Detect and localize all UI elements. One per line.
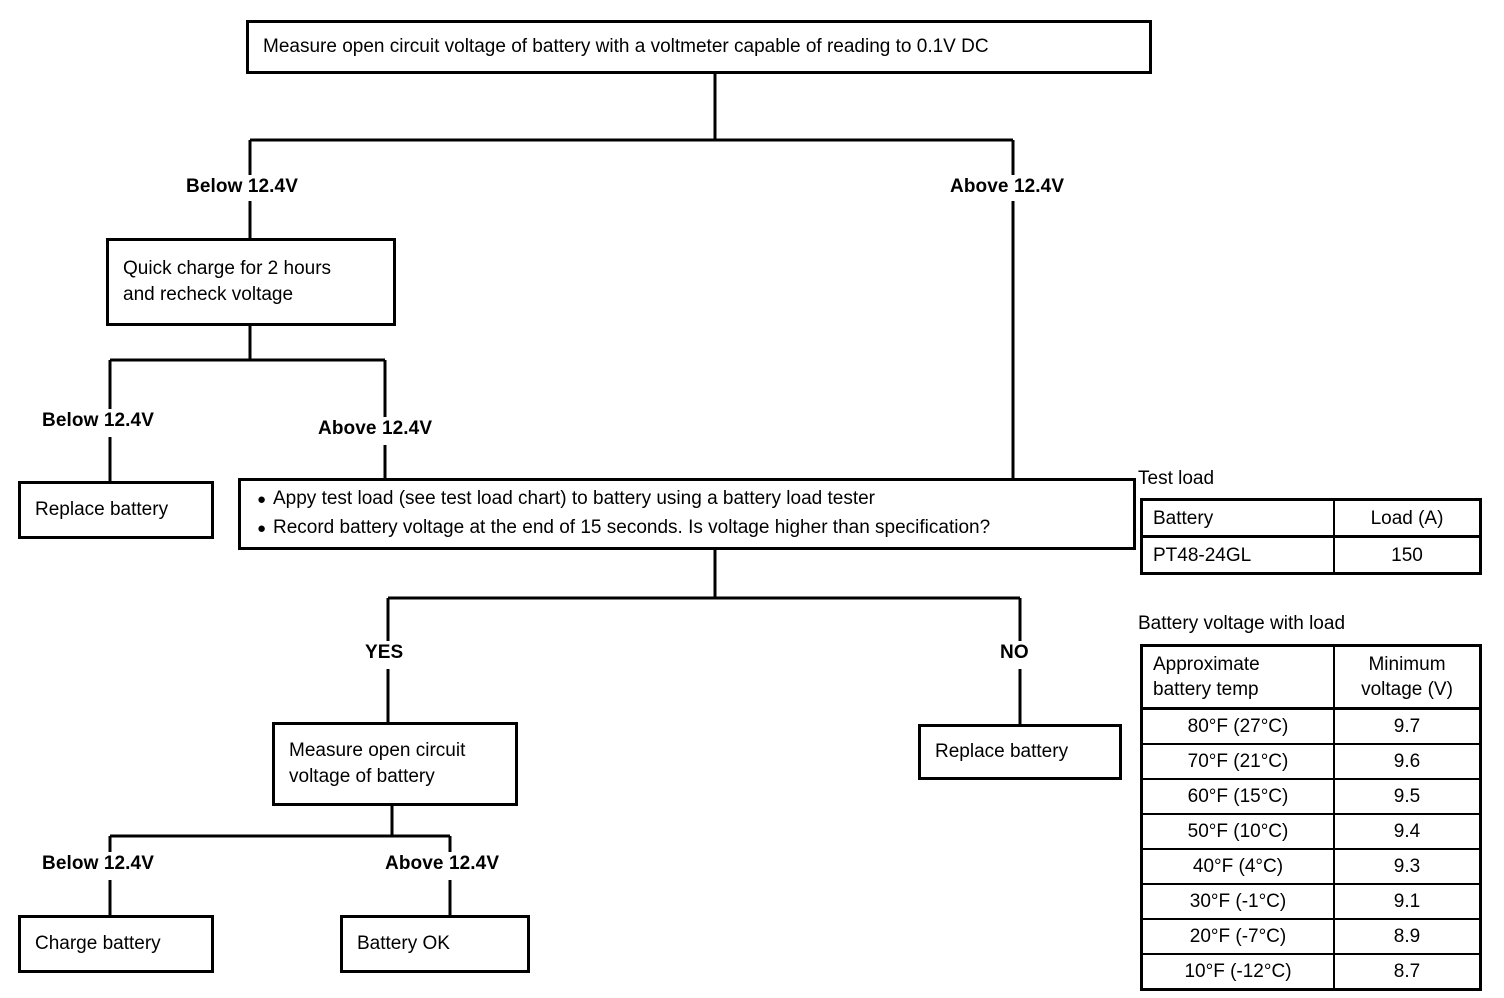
node-replace-battery-left: Replace battery <box>18 481 214 539</box>
node-charge-battery-text: Charge battery <box>35 933 161 954</box>
table-row: 20°F (-7°C)8.9 <box>1140 918 1482 955</box>
voltage-cell-temp: 10°F (-12°C) <box>1140 953 1335 991</box>
edge-label-top-below: Below 12.4V <box>186 176 298 197</box>
node-load-test: ● Appy test load (see test load chart) t… <box>238 478 1136 550</box>
node-load-test-bullet-1: ● Appy test load (see test load chart) t… <box>257 485 990 514</box>
node-measure-ocv: Measure open circuit voltage of battery <box>272 722 518 806</box>
edge-label-no: NO <box>1000 642 1029 663</box>
node-charge-battery: Charge battery <box>18 915 214 973</box>
bullet-icon: ● <box>257 520 267 537</box>
test-load-table: Battery Load (A) PT48-24GL 150 <box>1140 498 1482 575</box>
voltage-cell-temp: 20°F (-7°C) <box>1140 918 1335 955</box>
table-row: 70°F (21°C)9.6 <box>1140 743 1482 780</box>
voltage-header-minvolt: Minimum voltage (V) <box>1333 644 1482 710</box>
voltage-cell-temp: 40°F (4°C) <box>1140 848 1335 885</box>
voltage-cell-value: 9.4 <box>1333 813 1482 850</box>
node-quick-charge-line2: and recheck voltage <box>123 284 294 305</box>
table-row: 30°F (-1°C)9.1 <box>1140 883 1482 920</box>
voltage-header-minvolt-line2: voltage (V) <box>1361 679 1453 700</box>
voltage-cell-temp: 50°F (10°C) <box>1140 813 1335 850</box>
node-quick-charge: Quick charge for 2 hours and recheck vol… <box>106 238 396 326</box>
node-quick-charge-line1: Quick charge for 2 hours <box>123 258 332 279</box>
test-load-header-battery: Battery <box>1140 498 1335 538</box>
voltage-cell-value: 9.7 <box>1333 707 1482 745</box>
node-measure-ocv-line2: voltage of battery <box>289 766 435 787</box>
node-replace-battery-right: Replace battery <box>918 724 1122 780</box>
voltage-cell-value: 9.6 <box>1333 743 1482 780</box>
test-load-cell-battery: PT48-24GL <box>1140 535 1335 575</box>
voltage-cell-temp: 70°F (21°C) <box>1140 743 1335 780</box>
node-load-test-bullet-1-text: Appy test load (see test load chart) to … <box>273 488 875 509</box>
node-measure-ocv-line1: Measure open circuit <box>289 740 466 761</box>
table-row: 50°F (10°C)9.4 <box>1140 813 1482 850</box>
voltage-cell-value: 8.7 <box>1333 953 1482 991</box>
edge-label-mid-above: Above 12.4V <box>318 418 433 439</box>
table-row: 40°F (4°C)9.3 <box>1140 848 1482 885</box>
node-battery-ok: Battery OK <box>340 915 530 973</box>
node-load-test-bullet-2: ● Record battery voltage at the end of 1… <box>257 514 990 543</box>
bullet-icon: ● <box>257 491 267 508</box>
table-row: 60°F (15°C)9.5 <box>1140 778 1482 815</box>
voltage-header-temp-line2: battery temp <box>1153 679 1259 700</box>
test-load-caption: Test load <box>1138 468 1215 489</box>
test-load-header-load: Load (A) <box>1333 498 1482 538</box>
node-replace-battery-right-text: Replace battery <box>935 741 1069 762</box>
table-row: 80°F (27°C)9.7 <box>1140 707 1482 745</box>
edge-label-mid-below: Below 12.4V <box>42 410 154 431</box>
voltage-cell-temp: 80°F (27°C) <box>1140 707 1335 745</box>
voltage-table: Approximate battery temp Minimum voltage… <box>1140 644 1482 991</box>
voltage-header-temp-line1: Approximate <box>1153 654 1260 675</box>
node-battery-ok-text: Battery OK <box>357 933 450 954</box>
table-header-row: Battery Load (A) <box>1140 498 1482 538</box>
table-header-row: Approximate battery temp Minimum voltage… <box>1140 644 1482 710</box>
edge-label-yes: YES <box>365 642 404 663</box>
edge-label-bottom-below: Below 12.4V <box>42 853 154 874</box>
voltage-cell-temp: 60°F (15°C) <box>1140 778 1335 815</box>
voltage-cell-value: 9.1 <box>1333 883 1482 920</box>
voltage-table-caption: Battery voltage with load <box>1138 613 1346 634</box>
voltage-cell-value: 9.5 <box>1333 778 1482 815</box>
voltage-header-minvolt-line1: Minimum <box>1368 654 1446 675</box>
node-start: Measure open circuit voltage of battery … <box>246 20 1152 74</box>
edge-label-top-above: Above 12.4V <box>950 176 1065 197</box>
table-row: PT48-24GL 150 <box>1140 535 1482 575</box>
edge-label-bottom-above: Above 12.4V <box>385 853 500 874</box>
node-start-text: Measure open circuit voltage of battery … <box>263 36 989 57</box>
voltage-header-temp: Approximate battery temp <box>1140 644 1335 710</box>
voltage-cell-value: 8.9 <box>1333 918 1482 955</box>
table-row: 10°F (-12°C)8.7 <box>1140 953 1482 991</box>
voltage-cell-value: 9.3 <box>1333 848 1482 885</box>
test-load-cell-load: 150 <box>1333 535 1482 575</box>
voltage-cell-temp: 30°F (-1°C) <box>1140 883 1335 920</box>
node-load-test-bullet-2-text: Record battery voltage at the end of 15 … <box>273 517 991 538</box>
node-replace-battery-left-text: Replace battery <box>35 499 169 520</box>
